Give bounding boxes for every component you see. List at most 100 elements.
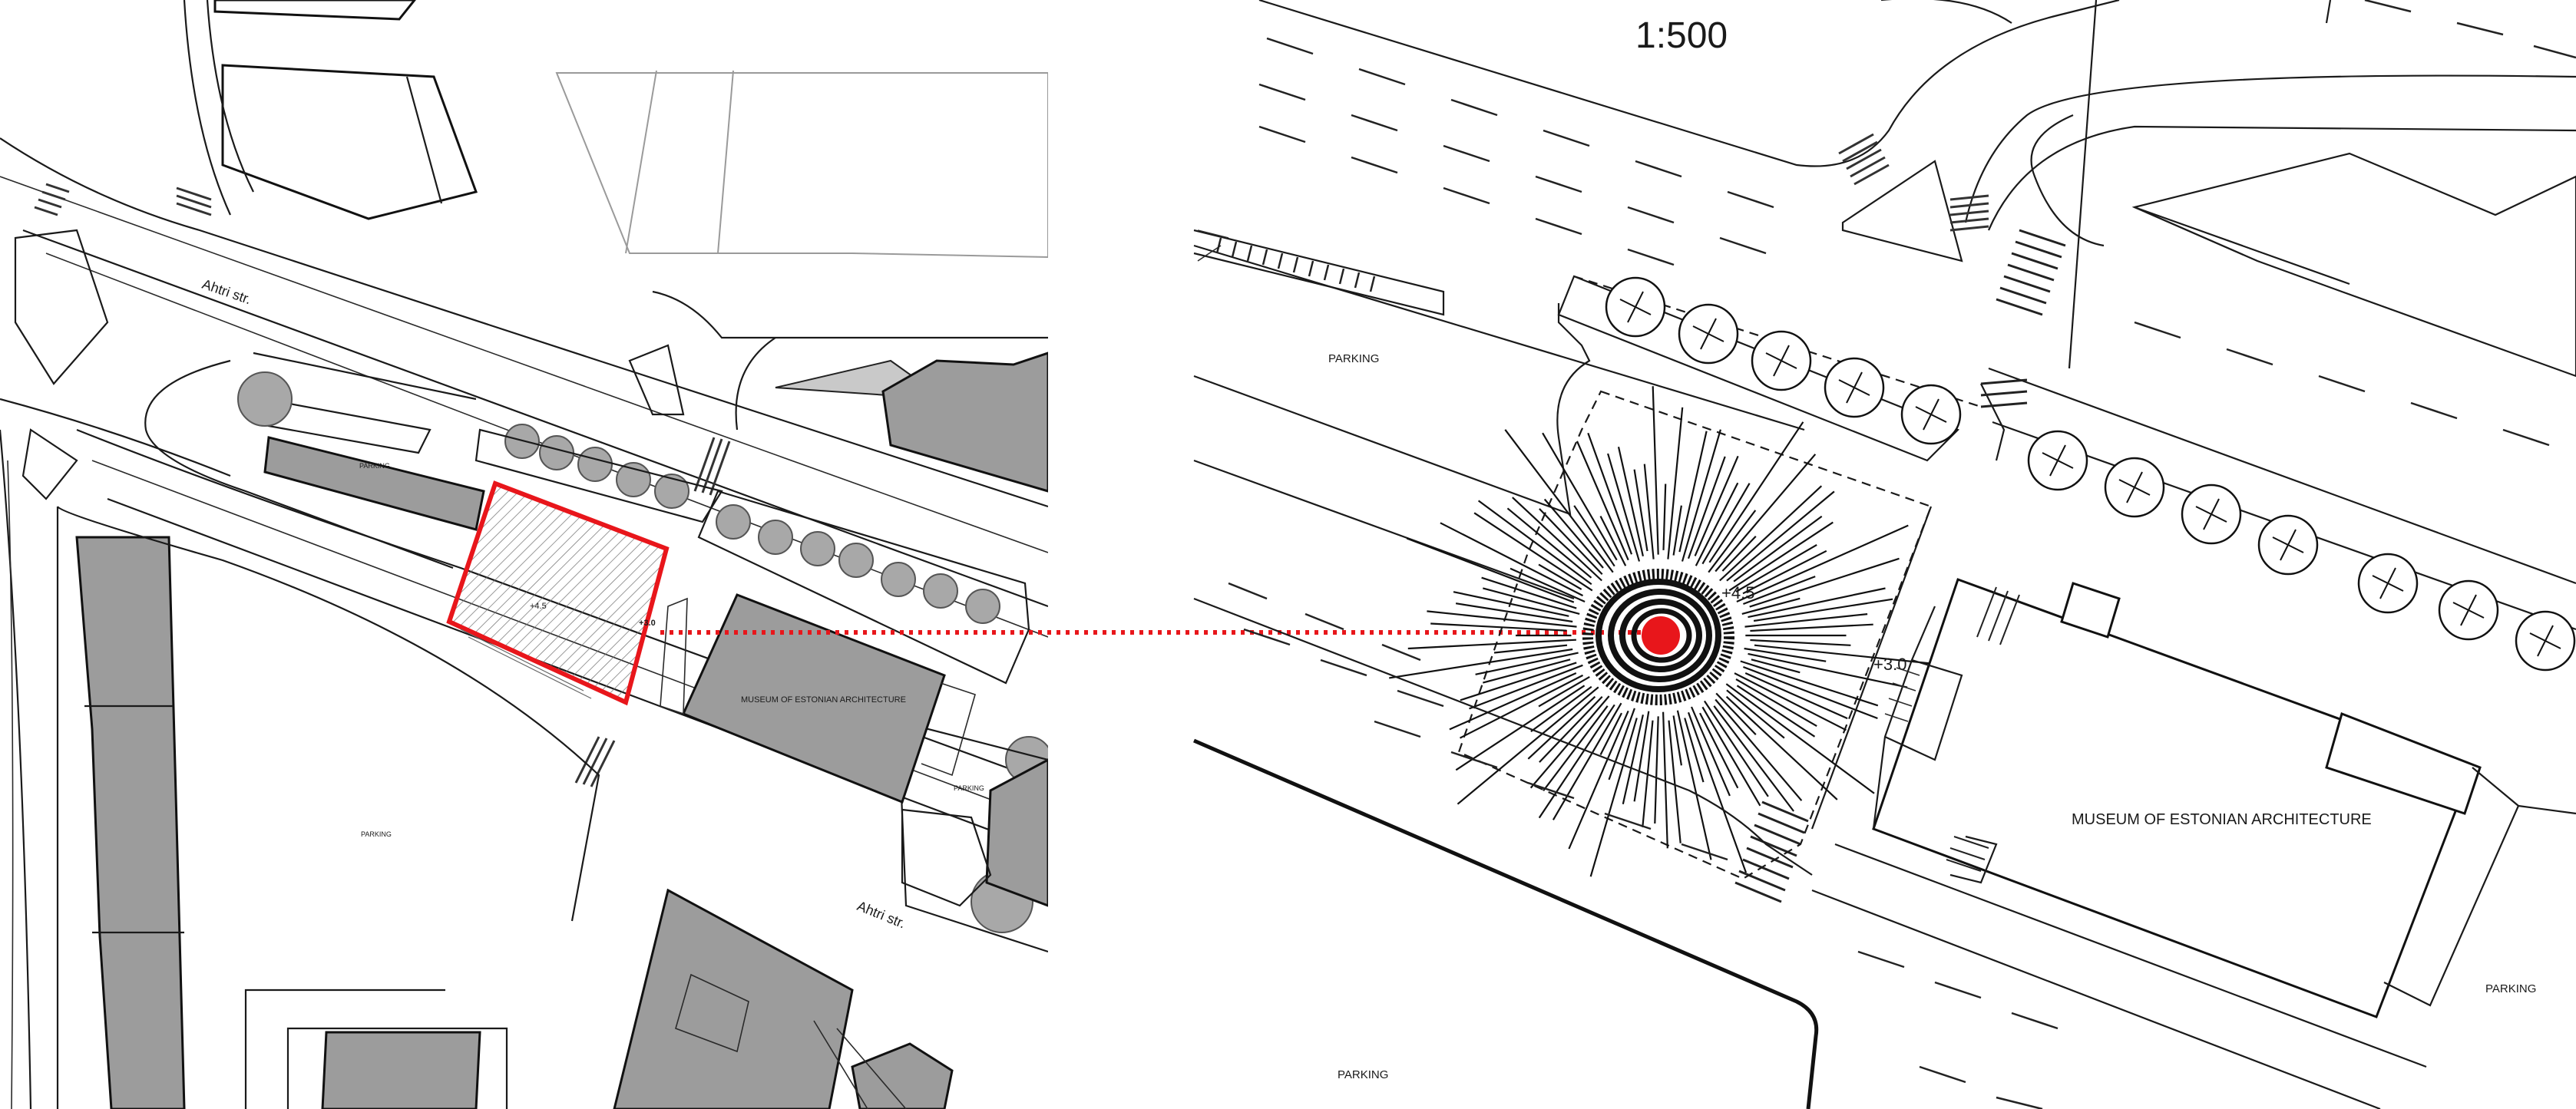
mound-ray bbox=[1742, 550, 1827, 595]
parking-label-left-3: PARKING bbox=[954, 784, 984, 792]
mound-ray bbox=[1725, 683, 1875, 794]
mound-ray bbox=[1750, 623, 1873, 632]
crosswalk-right bbox=[1734, 229, 2066, 903]
mound-ray bbox=[1455, 685, 1586, 771]
mound-ray bbox=[1748, 587, 1886, 619]
plaza-boundary bbox=[1457, 390, 1933, 880]
mound-ray bbox=[1741, 597, 1801, 615]
mound-ray bbox=[1684, 718, 1705, 783]
mound-ray bbox=[1538, 704, 1615, 819]
project-site-highlight: +4.5 bbox=[446, 480, 670, 706]
mound-ray bbox=[1725, 695, 1838, 800]
mound-ray bbox=[1708, 421, 1804, 563]
scale-label: 1:500 bbox=[1635, 15, 1728, 56]
mound-ray bbox=[1715, 692, 1757, 735]
mound-rings bbox=[1582, 569, 1734, 705]
mound-ray bbox=[1744, 647, 1827, 662]
mound-ray bbox=[1589, 718, 1638, 877]
mound-ray bbox=[1481, 576, 1577, 609]
mound-ray bbox=[1652, 386, 1659, 555]
mound-ray bbox=[1543, 705, 1609, 791]
mound-level-right: +4.5 bbox=[1721, 583, 1754, 602]
mound-ray bbox=[1460, 662, 1577, 701]
mound-ray bbox=[1733, 515, 1823, 583]
building-top-north bbox=[213, 0, 416, 21]
mound-ray bbox=[1740, 660, 1879, 707]
building-south bbox=[613, 888, 854, 1109]
mound-ray bbox=[1753, 598, 1893, 622]
building-southwest bbox=[75, 536, 186, 1109]
mound-ray bbox=[1622, 715, 1644, 804]
mound-ray bbox=[1715, 454, 1817, 573]
parking-strip bbox=[263, 436, 485, 531]
mound-ray bbox=[1678, 431, 1708, 553]
mound-ray bbox=[1587, 432, 1633, 555]
mound-ray bbox=[1701, 706, 1761, 807]
mound-ray bbox=[1748, 652, 1908, 688]
mound-ray bbox=[1681, 429, 1721, 562]
mound-ray bbox=[1539, 508, 1603, 576]
parking-label-right-2: PARKING bbox=[1338, 1068, 1388, 1081]
mound-ray bbox=[1744, 672, 1848, 720]
mound-ray bbox=[1735, 678, 1817, 728]
plaza-level-right: +3.0 bbox=[1873, 655, 1906, 674]
mound-ray bbox=[1530, 685, 1592, 732]
mound-ray bbox=[1687, 711, 1748, 873]
mound-ray bbox=[1573, 505, 1615, 567]
mound-ray bbox=[1459, 674, 1584, 739]
crosswalk-left bbox=[34, 183, 731, 787]
parking-label-left-2: PARKING bbox=[361, 830, 392, 838]
mound-ray bbox=[1453, 591, 1569, 617]
mound-ray bbox=[1542, 432, 1618, 561]
mound-ray bbox=[1721, 536, 1757, 572]
mound-ray bbox=[1510, 567, 1586, 603]
mound-ray bbox=[1662, 484, 1667, 550]
mound-ray bbox=[1743, 665, 1878, 720]
mound-ray bbox=[1726, 490, 1835, 582]
mound-ray bbox=[1455, 602, 1573, 623]
mound-ray bbox=[1529, 695, 1610, 789]
mound-ray bbox=[1599, 516, 1627, 566]
building-top-left bbox=[221, 64, 478, 220]
mound-ray bbox=[1568, 710, 1629, 850]
right-site-plan: +4.5 +3.0 bbox=[1193, 0, 2576, 1109]
mound-ray bbox=[1708, 510, 1757, 573]
mound-ray bbox=[1667, 407, 1684, 559]
street-label-ahtri-south: Ahtri str. bbox=[855, 898, 908, 931]
mound-ray bbox=[1754, 644, 1935, 665]
mound-ray bbox=[1430, 622, 1567, 632]
mound-ray bbox=[1543, 498, 1604, 569]
parking-label-right-1: PARKING bbox=[1328, 352, 1379, 365]
mound-ray bbox=[1477, 500, 1592, 586]
lane-markings-top bbox=[1258, 0, 2576, 447]
mound-ray bbox=[1427, 610, 1577, 628]
mound-ray bbox=[1736, 685, 1816, 738]
mound-ray bbox=[1449, 672, 1577, 731]
plaza-level-left: +3.0 bbox=[639, 619, 656, 628]
mound-ray bbox=[1469, 664, 1583, 710]
mound-ray bbox=[1407, 639, 1576, 650]
museum-building-right: MUSEUM OF ESTONIAN ARCHITECTURE bbox=[1872, 578, 2576, 1018]
mound-ray bbox=[1749, 557, 1900, 608]
mound-ray bbox=[1483, 587, 1580, 615]
mound-ray bbox=[1719, 485, 1823, 582]
mound-ray bbox=[1538, 675, 1590, 708]
tree-row-left bbox=[237, 371, 1048, 933]
site-level-left: +4.5 bbox=[530, 602, 547, 611]
mound-ray bbox=[1643, 464, 1655, 559]
mound-radial-lines bbox=[1389, 386, 1935, 877]
mound-ray bbox=[1744, 613, 1868, 628]
mound-ray bbox=[1750, 639, 1851, 646]
mound-ray bbox=[1672, 715, 1682, 766]
mound-ray bbox=[1662, 711, 1668, 849]
mound-ray bbox=[1687, 456, 1726, 559]
mound-ray bbox=[1504, 429, 1614, 573]
mound-ray bbox=[1672, 505, 1682, 556]
mound-ray bbox=[1713, 705, 1794, 812]
museum-label-left: MUSEUM OF ESTONIAN ARCHITECTURE bbox=[741, 695, 906, 705]
museum-building-left: MUSEUM OF ESTONIAN ARCHITECTURE bbox=[660, 593, 976, 804]
mound-ray bbox=[1389, 648, 1573, 679]
mound-ray bbox=[1743, 576, 1816, 606]
mound-ray bbox=[1715, 698, 1803, 801]
